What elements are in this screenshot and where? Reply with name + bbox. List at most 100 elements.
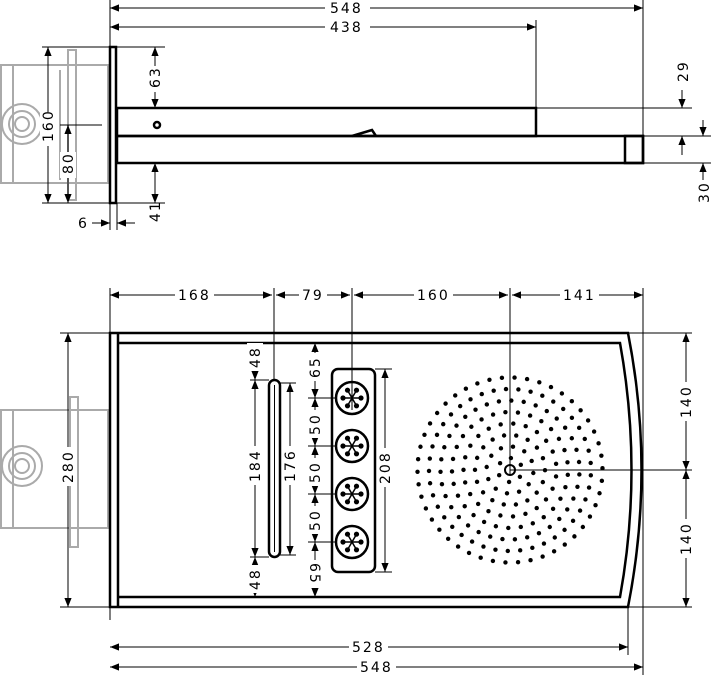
nozzle <box>465 523 471 528</box>
nozzle <box>565 472 570 478</box>
nozzle <box>558 496 563 501</box>
dim-6: 6 <box>78 216 89 232</box>
nozzle <box>508 455 514 461</box>
nozzle <box>469 424 474 429</box>
nozzle <box>515 410 521 415</box>
nozzle <box>600 466 605 471</box>
nozzle <box>541 514 546 520</box>
nozzle <box>540 455 546 461</box>
nozzle <box>576 459 582 465</box>
nozzle <box>517 548 523 553</box>
nozzle <box>541 541 547 546</box>
dim-50-2: 50 <box>308 461 324 483</box>
nozzle <box>462 480 468 485</box>
nozzle <box>569 436 575 441</box>
screw-icon <box>152 120 162 130</box>
nozzle <box>466 550 472 556</box>
nozzle <box>554 416 559 421</box>
nozzle <box>434 432 440 438</box>
nozzle <box>471 512 476 518</box>
nozzle <box>435 504 441 509</box>
nozzle <box>526 482 531 487</box>
nozzle <box>497 461 503 466</box>
nozzle <box>551 549 557 554</box>
nozzle <box>474 479 480 485</box>
nozzle <box>418 444 423 449</box>
nozzle <box>422 432 427 437</box>
nozzle <box>551 399 556 404</box>
nozzle <box>553 461 559 467</box>
dim-160-plan: 160 <box>417 288 450 304</box>
nozzle <box>586 485 592 490</box>
side-view: 548 438 160 80 63 41 6 29 30 <box>0 0 711 232</box>
nozzle <box>484 464 489 470</box>
nozzle <box>537 380 542 385</box>
nozzle <box>575 484 580 489</box>
nozzle <box>443 401 448 406</box>
nozzle <box>476 529 481 535</box>
nozzle <box>487 377 492 383</box>
nozzle <box>511 421 516 426</box>
nozzle <box>586 448 591 453</box>
nozzle <box>415 456 421 462</box>
nozzle <box>577 472 582 477</box>
nozzle <box>533 403 538 408</box>
nozzle <box>578 408 583 413</box>
upper-panel <box>115 106 538 138</box>
nozzle <box>423 506 429 511</box>
nozzle <box>510 444 516 449</box>
end-cap <box>623 134 645 165</box>
nozzle <box>504 491 510 496</box>
nozzle <box>530 521 536 526</box>
nozzle <box>490 437 495 442</box>
nozzle <box>547 524 552 530</box>
nozzle <box>486 426 491 431</box>
nozzle <box>490 412 496 417</box>
nozzle <box>510 514 516 519</box>
dim-140-bottom: 140 <box>679 522 695 555</box>
nozzle <box>543 497 549 502</box>
nozzle <box>503 560 508 565</box>
nozzle <box>454 444 459 450</box>
nozzle <box>503 409 508 415</box>
nozzle <box>550 449 555 454</box>
dim-208: 208 <box>378 451 394 484</box>
nozzle <box>518 462 524 468</box>
nozzle <box>438 469 443 474</box>
nozzle <box>562 425 568 430</box>
nozzle <box>468 443 473 448</box>
lower-panel <box>115 134 645 165</box>
nozzle <box>534 505 539 511</box>
nozzle <box>523 424 528 429</box>
body-jet-icon <box>334 524 370 560</box>
nozzle <box>450 456 456 462</box>
nozzle <box>449 469 455 474</box>
nozzle <box>569 415 575 420</box>
nozzle <box>430 444 435 449</box>
nozzle <box>553 474 559 479</box>
nozzle <box>548 384 554 390</box>
nozzle <box>565 507 570 512</box>
nozzle <box>557 516 562 522</box>
nozzle <box>415 469 420 474</box>
dim-65-bottom: 65 <box>306 563 322 585</box>
nozzle <box>562 447 567 453</box>
nozzle <box>585 418 591 423</box>
nozzle <box>427 456 433 461</box>
nozzle <box>516 387 521 392</box>
nozzle <box>500 536 505 542</box>
nozzle <box>474 455 480 461</box>
dim-438: 438 <box>330 20 363 36</box>
nozzle <box>481 519 487 525</box>
nozzle <box>540 393 545 398</box>
nozzle <box>529 458 534 464</box>
nozzle <box>540 554 545 559</box>
nozzle <box>503 386 509 392</box>
dim-141: 141 <box>563 288 596 304</box>
nozzle <box>429 517 435 522</box>
dim-65-top: 65 <box>308 356 324 378</box>
nozzle <box>580 524 586 530</box>
nozzle <box>439 481 445 487</box>
nozzle <box>515 559 521 565</box>
